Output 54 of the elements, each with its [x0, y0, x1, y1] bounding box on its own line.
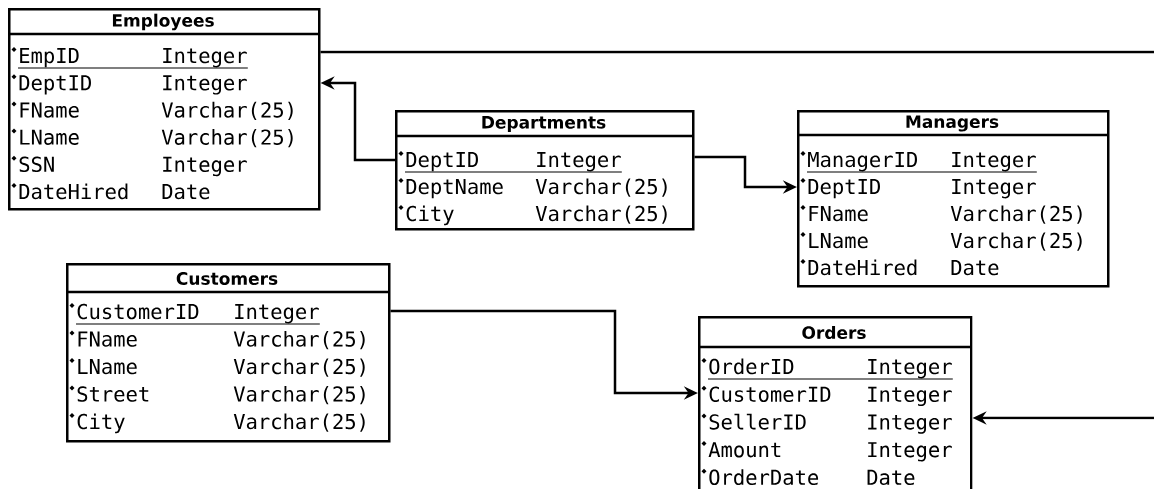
connector-arrow [320, 50, 1154, 425]
field-name: DeptID [808, 179, 880, 199]
field-type: Varchar(25) [233, 413, 365, 432]
field-name: FName [20, 102, 79, 118]
field-type: Integer [163, 156, 247, 177]
field-name: DateHired [19, 183, 128, 200]
table-title: Departments [482, 116, 606, 132]
field-name: FName [78, 331, 137, 347]
field-type: Integer [235, 304, 319, 324]
table-title: Customers [176, 272, 278, 285]
field-type: Varchar(25) [233, 358, 365, 377]
table-title: Orders [802, 325, 866, 340]
field-name: LName [20, 129, 79, 145]
field-type: Integer [868, 414, 952, 434]
field-type: Integer [163, 48, 247, 68]
field-name: FName [809, 206, 868, 222]
field-type: Varchar(25) [950, 205, 1082, 224]
field-type: Integer [868, 386, 952, 407]
field-name: DateHired [808, 259, 917, 276]
field-name: EmpID [20, 48, 79, 68]
field-name: SSN [19, 156, 54, 173]
field-type: Integer [952, 152, 1036, 172]
field-type: Integer [868, 359, 952, 379]
field-name: CustomerID [77, 303, 199, 320]
field-type: Date [951, 260, 999, 276]
field-type: Integer [163, 75, 247, 95]
field-type: Varchar(25) [161, 129, 293, 148]
field-name: Amount [708, 442, 781, 458]
field-name: LName [78, 359, 137, 375]
field-name: ManagerID [808, 152, 917, 172]
field-name: DeptName [406, 179, 503, 199]
field-name: LName [809, 233, 868, 249]
field-type: Varchar(25) [161, 101, 293, 121]
field-name: CustomerID [709, 386, 831, 402]
table-title: Managers [906, 115, 999, 132]
field-name: DeptID [19, 75, 91, 95]
field-type: Varchar(25) [535, 178, 667, 197]
field-name: DeptID [406, 152, 478, 172]
field-type: Varchar(25) [233, 330, 365, 350]
field-type: Varchar(25) [535, 205, 667, 224]
field-name: OrderID [709, 358, 794, 375]
field-type: Varchar(25) [233, 385, 365, 405]
field-name: City [406, 205, 454, 226]
field-type: Integer [868, 442, 952, 462]
field-type: Varchar(25) [950, 232, 1082, 251]
field-name: City [77, 413, 125, 434]
field-type: Integer [537, 152, 621, 172]
field-name: OrderDate [709, 469, 819, 486]
field-type: Date [162, 184, 210, 200]
field-type: Date [867, 469, 915, 486]
field-name: Street [77, 386, 149, 402]
field-name: SellerID [709, 413, 806, 430]
table-title: Employees [112, 13, 214, 31]
field-type: Integer [952, 179, 1036, 199]
